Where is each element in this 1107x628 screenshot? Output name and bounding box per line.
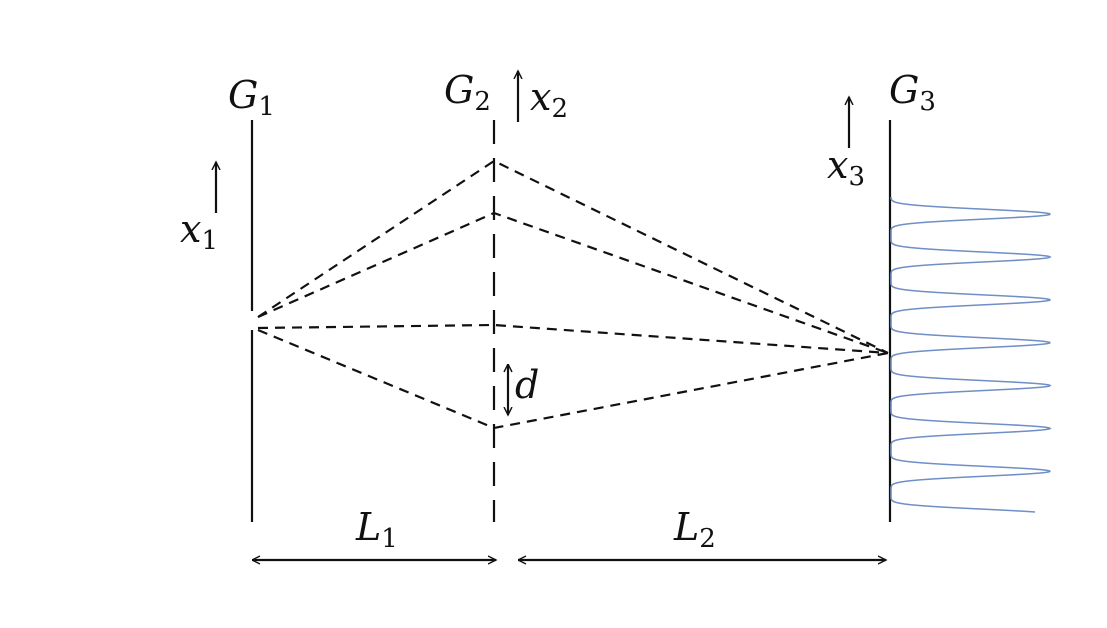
- ray-path-upper: [257, 211, 889, 355]
- label-g1: G1: [228, 73, 275, 122]
- intensity-profile-curve: [890, 197, 1052, 513]
- ray-path-top: [257, 159, 889, 354]
- label-l2: L2: [673, 505, 716, 554]
- ray-path-lower: [257, 328, 889, 430]
- label-x2: x2: [530, 75, 568, 124]
- label-g2: G2: [444, 68, 491, 117]
- ray-path-middle: [257, 323, 889, 355]
- label-x1: x1: [180, 207, 218, 256]
- label-l1: L1: [355, 505, 398, 554]
- label-g3: G3: [889, 68, 936, 117]
- label-d: d: [515, 363, 539, 407]
- label-x3: x3: [827, 143, 865, 192]
